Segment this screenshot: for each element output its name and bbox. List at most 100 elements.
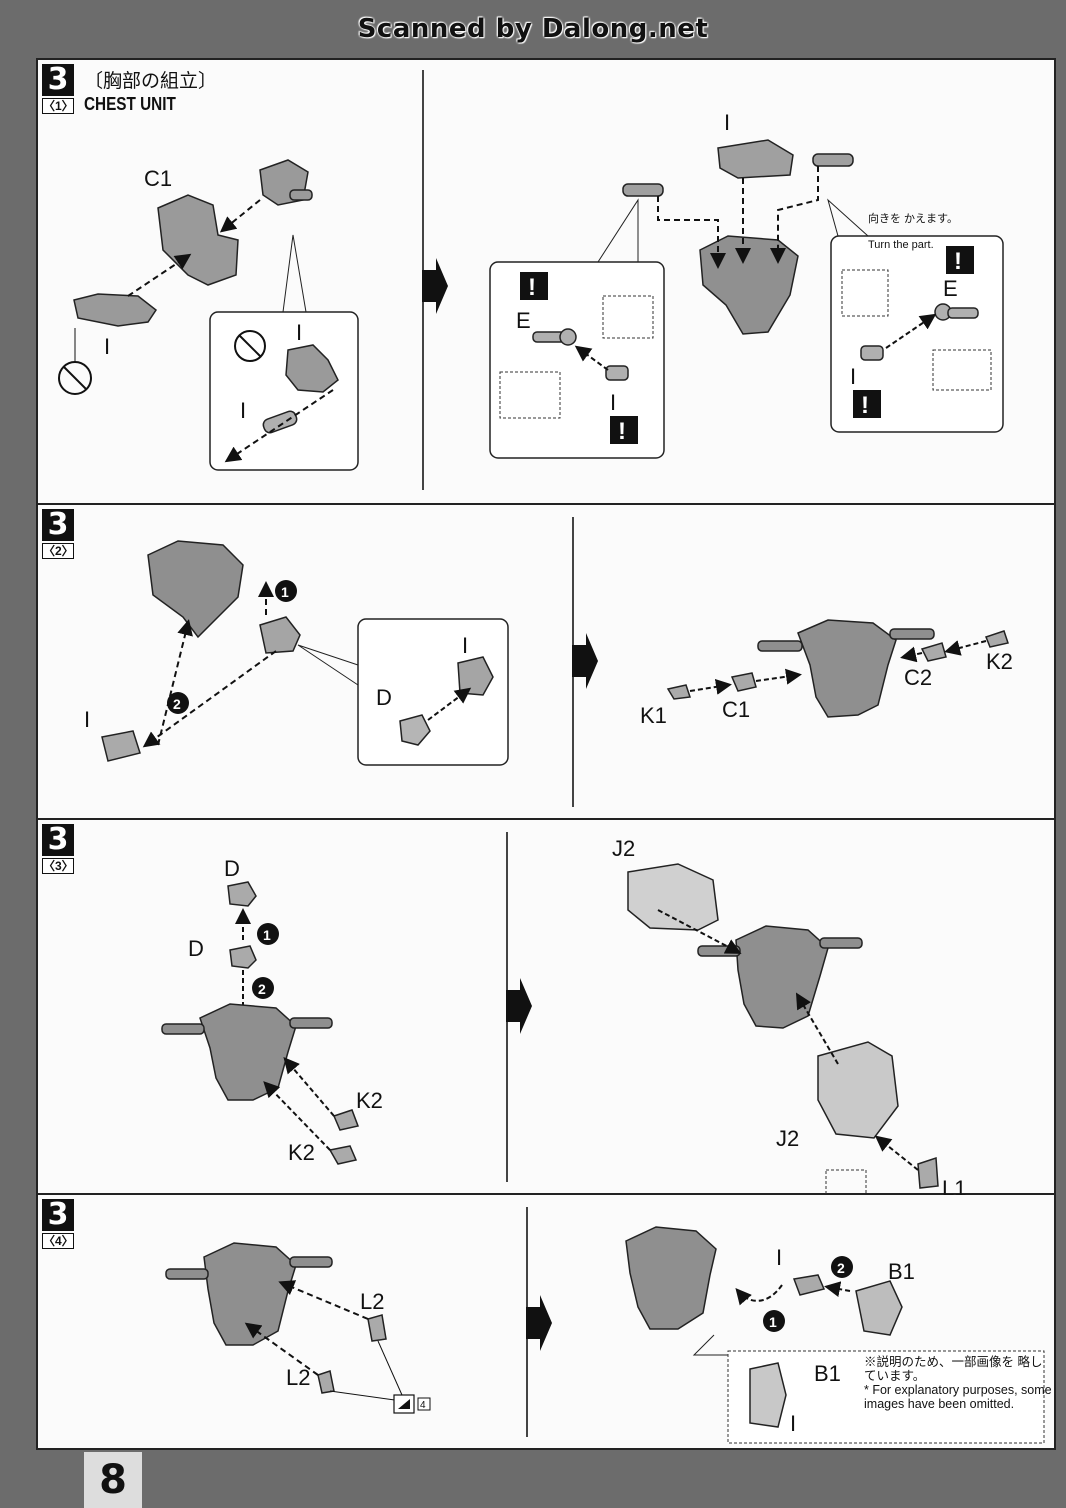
part-b1-31 xyxy=(855,1280,903,1336)
part-pin-right xyxy=(812,153,854,167)
footnote-jp: ※説明のため、一部画像を 略しています。 xyxy=(864,1355,1043,1383)
step-badge: 3 〈3〉 xyxy=(42,824,74,874)
svg-text:2: 2 xyxy=(837,1260,845,1276)
svg-text:1: 1 xyxy=(769,1314,777,1330)
substep-number: 〈1〉 xyxy=(42,98,74,114)
flow-arrow xyxy=(506,978,532,1034)
label-c1-22: C1 xyxy=(144,166,172,191)
chest-assembly-4b xyxy=(625,1226,717,1330)
step-number: 3 xyxy=(42,64,74,96)
order-2-icon xyxy=(167,692,189,714)
label-i2: I xyxy=(240,398,246,423)
section-3-3: 3 〈3〉 1 2 D D K2 xyxy=(38,820,1054,1195)
section-title-jp: 〔胸部の組立〕 xyxy=(84,70,218,92)
label-i5: I xyxy=(296,320,302,345)
label-k2-22: K2 xyxy=(288,1140,315,1165)
label-l2-14-b: L2 xyxy=(286,1365,310,1390)
part-i5 xyxy=(285,344,339,393)
svg-text:!: ! xyxy=(954,248,962,275)
flow-arrow xyxy=(572,633,598,689)
part-c1-16 xyxy=(730,672,757,692)
part-d25 xyxy=(229,945,257,969)
label-e10-right: E xyxy=(943,276,958,301)
flow-arrow xyxy=(526,1295,552,1351)
assembly-diagram-3-1: C1 I I I ! ! xyxy=(58,110,1004,471)
label-i6: I xyxy=(104,334,110,359)
part-l1-2 xyxy=(917,1156,939,1189)
chest-core-2 xyxy=(147,540,244,639)
section-3-1: 3 〈1〉 〔胸部の組立〕 CHEST UNIT xyxy=(38,60,1054,505)
label-c1-16: C1 xyxy=(722,697,750,722)
caution-icon xyxy=(853,390,881,418)
chest-assembly-3 xyxy=(161,1003,333,1101)
label-i13: I xyxy=(610,390,616,415)
svg-text:1: 1 xyxy=(263,927,271,943)
order-1-icon xyxy=(257,923,279,945)
label-i7: I xyxy=(84,707,90,732)
step-badge: 3 〈2〉 xyxy=(42,509,74,559)
part-i6 xyxy=(73,293,158,327)
footnote-en: * For explanatory purposes, some images … xyxy=(864,1383,1052,1411)
substep-number: 〈4〉 xyxy=(42,1233,74,1249)
label-k1-15: K1 xyxy=(640,703,667,728)
page-number: 8 xyxy=(84,1452,142,1508)
label-l2-14-a: L2 xyxy=(360,1289,384,1314)
svg-text:!: ! xyxy=(861,392,869,419)
turn-note-en: Turn the part. xyxy=(868,239,934,251)
chest-assembly-3b xyxy=(697,925,863,1029)
assembly-diagram-3-2: 1 2 I D I K1 xyxy=(84,540,1013,766)
svg-text:!: ! xyxy=(618,418,626,445)
no-cut-icon xyxy=(234,330,266,362)
chest-assembly xyxy=(757,619,935,718)
part-k1-15 xyxy=(666,684,692,700)
label-d28: D xyxy=(376,685,392,710)
label-d25: D xyxy=(188,936,204,961)
chest-assembly-4 xyxy=(165,1242,333,1346)
footnote: ※説明のため、一部画像を 略しています。 * For explanatory p… xyxy=(864,1355,1054,1411)
alt-view-box xyxy=(499,371,561,419)
assembly-diagram-3-4: 4 L2 L2 1 2 I B1 B1 I xyxy=(165,1226,1045,1444)
sticker-number: 4 xyxy=(420,1400,426,1411)
label-i12: I xyxy=(850,364,856,389)
section-3-4: 3 〈4〉 4 L2 L2 xyxy=(38,1195,1054,1448)
part-i12 xyxy=(860,345,884,361)
part-j2-20 xyxy=(817,1041,899,1139)
order-1-icon xyxy=(763,1310,785,1332)
turn-note-jp: 向きを かえます。 xyxy=(868,211,958,225)
section-title-en: CHEST UNIT xyxy=(84,94,176,114)
no-cut-icon xyxy=(58,361,92,395)
part-j2-19 xyxy=(627,863,719,931)
part-d9 xyxy=(227,881,257,907)
caution-icon xyxy=(610,416,638,444)
part-pin-left xyxy=(622,183,664,197)
part-i2 xyxy=(262,410,298,434)
detail-box xyxy=(209,311,359,471)
substep-number: 〈3〉 xyxy=(42,858,74,874)
part-i1 xyxy=(792,1274,826,1296)
part-small-2 xyxy=(259,616,301,654)
label-b1-31: B1 xyxy=(888,1259,915,1284)
caution-icon xyxy=(520,272,548,300)
part-k2-15 xyxy=(985,630,1009,648)
label-i3: I xyxy=(724,110,730,135)
order-2-icon xyxy=(831,1256,853,1278)
label-e10: E xyxy=(516,308,531,333)
step-number: 3 xyxy=(42,1199,74,1231)
svg-text:2: 2 xyxy=(258,981,266,997)
step-number: 3 xyxy=(42,824,74,856)
part-e10-right xyxy=(934,303,979,321)
part-i13 xyxy=(605,365,629,381)
label-i1: I xyxy=(776,1245,782,1270)
label-d9: D xyxy=(224,856,240,881)
label-k2-23: K2 xyxy=(356,1088,383,1113)
label-b1-31-inset: B1 xyxy=(814,1361,841,1386)
svg-text:2: 2 xyxy=(173,696,181,712)
part-l2-14-a xyxy=(367,1314,387,1342)
flow-arrow xyxy=(422,258,448,314)
order-1-icon xyxy=(275,580,297,602)
instruction-sheet: 3 〈1〉 〔胸部の組立〕 CHEST UNIT xyxy=(36,58,1056,1450)
caution-icon xyxy=(946,246,974,274)
section-3-2: 3 〈2〉 1 2 I D I xyxy=(38,505,1054,820)
part-d28 xyxy=(399,714,431,746)
label-j2-20: J2 xyxy=(776,1126,799,1151)
